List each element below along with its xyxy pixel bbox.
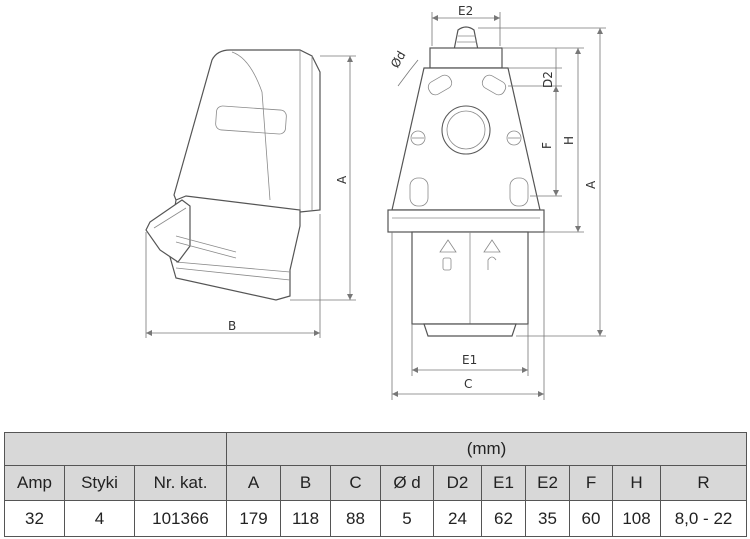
value-cell: 118 [280,500,332,537]
value-cell: 24 [433,500,483,537]
front-dim-F-label: F [540,142,554,149]
value-cell: 179 [226,500,282,537]
header-cell: Amp [4,465,65,501]
header-cell: D2 [433,465,483,501]
value-cell: 35 [525,500,571,537]
header-cell: F [569,465,614,501]
front-dim-H-label: H [562,136,576,145]
value-cell: 88 [330,500,382,537]
front-dim-C-label: C [464,377,472,391]
front-dim-D2-label: D2 [541,71,555,88]
technical-drawing: A B [145,4,606,400]
header-cell: C [330,465,382,501]
header-cell: A [226,465,282,501]
unit-header-cell: (mm) [226,432,748,466]
header-cell: Styki [64,465,135,501]
front-dim-d-label: Ød [388,49,409,71]
table-header-row: Amp Styki Nr. kat. A B C Ø d D2 E1 E2 F … [4,465,748,501]
front-view: E2 Ød D2 F H A E1 [387,4,606,400]
value-cell: 62 [481,500,527,537]
spec-table: (mm) Amp Styki Nr. kat. A B C Ø d D2 E1 … [3,432,748,537]
table-row: 32 4 101366 179 118 88 5 24 62 35 60 108… [4,500,748,537]
table-header-group-row: (mm) [3,432,748,466]
front-dim-E1-label: E1 [462,353,477,367]
header-cell: Nr. kat. [133,465,228,501]
side-view: A B [145,49,356,338]
front-dim-E2-label: E2 [458,4,473,18]
side-dim-A-label: A [335,175,349,184]
header-cell: Ø d [380,465,435,501]
value-cell: 4 [64,500,135,537]
header-cell: E1 [481,465,527,501]
header-cell: B [280,465,332,501]
value-cell: 5 [380,500,435,537]
front-dim-A-label: A [584,180,598,189]
value-cell: 8,0 - 22 [660,500,748,537]
header-cell: R [660,465,748,501]
header-cell: H [612,465,662,501]
value-cell: 101366 [133,500,228,537]
value-cell: 108 [612,500,662,537]
value-cell: 60 [569,500,614,537]
header-cell: E2 [525,465,571,501]
side-dim-B-label: B [228,319,236,333]
header-blank-cell [3,432,228,466]
value-cell: 32 [4,500,65,537]
